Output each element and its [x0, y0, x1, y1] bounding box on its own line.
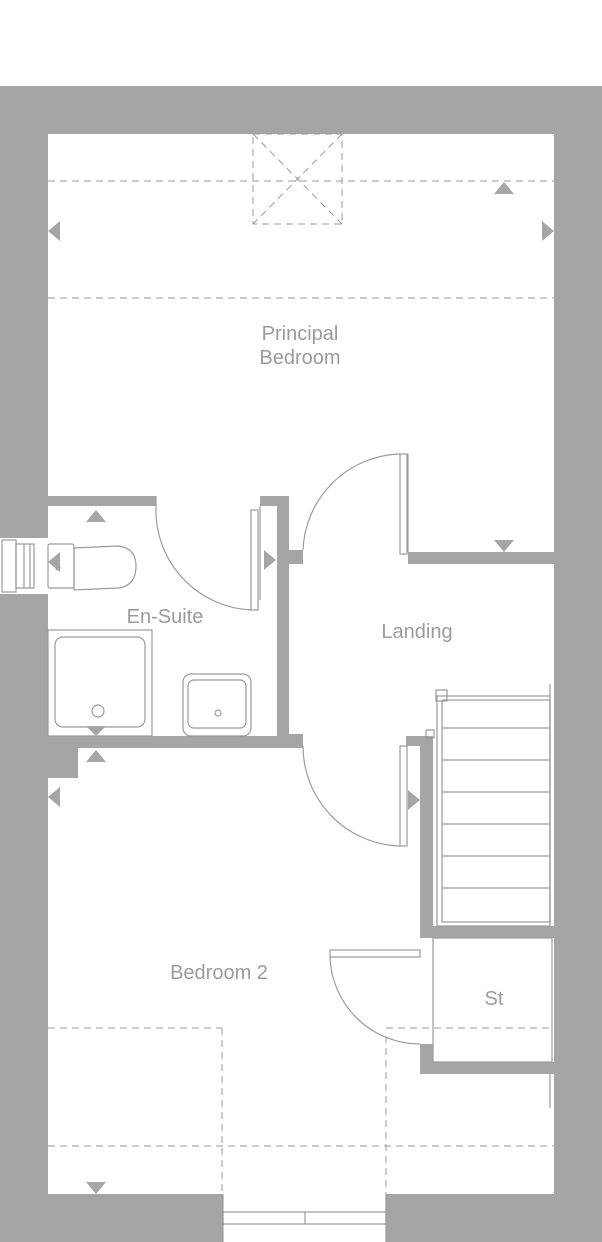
shower-tray: [47, 629, 153, 737]
marker-up-ensuite: [86, 510, 106, 522]
marker-up-bedroom2: [86, 750, 106, 762]
label-landing: Landing: [381, 621, 452, 643]
marker-left-principal: [48, 221, 60, 241]
marker-right-principal: [542, 221, 554, 241]
store-lines: [432, 937, 553, 1108]
staircase: [425, 684, 551, 927]
door-jambs: [155, 454, 409, 600]
door-bedroom-2: [302, 745, 408, 847]
toilet: [47, 543, 137, 591]
marker-left-ensuite: [48, 552, 60, 572]
door-store: [329, 949, 421, 1045]
skylight: [252, 133, 343, 225]
label-principal-bedroom-line1: Principal: [262, 323, 339, 345]
marker-up-principal: [494, 182, 514, 194]
marker-right-bedroom2: [408, 790, 420, 810]
label-store: St: [485, 988, 504, 1010]
markers: [48, 182, 554, 1194]
label-en-suite: En-Suite: [127, 606, 204, 628]
marker-down-bedroom2: [86, 1182, 106, 1194]
bottom-window: [222, 1194, 387, 1242]
ceiling-lines: [48, 180, 554, 1194]
marker-down-landing: [494, 540, 514, 552]
door-ensuite: [155, 505, 259, 611]
marker-down-ensuite: [86, 726, 106, 736]
ensuite-window: [0, 538, 48, 594]
basin: [182, 673, 252, 737]
marker-right-ensuite: [264, 550, 276, 570]
door-principal-bedroom: [302, 453, 408, 555]
marker-left-bedroom2: [48, 787, 60, 807]
label-principal-bedroom-line2: Bedroom: [259, 347, 340, 369]
interior-walls: [48, 496, 554, 1074]
label-bedroom-2: Bedroom 2: [170, 962, 268, 984]
